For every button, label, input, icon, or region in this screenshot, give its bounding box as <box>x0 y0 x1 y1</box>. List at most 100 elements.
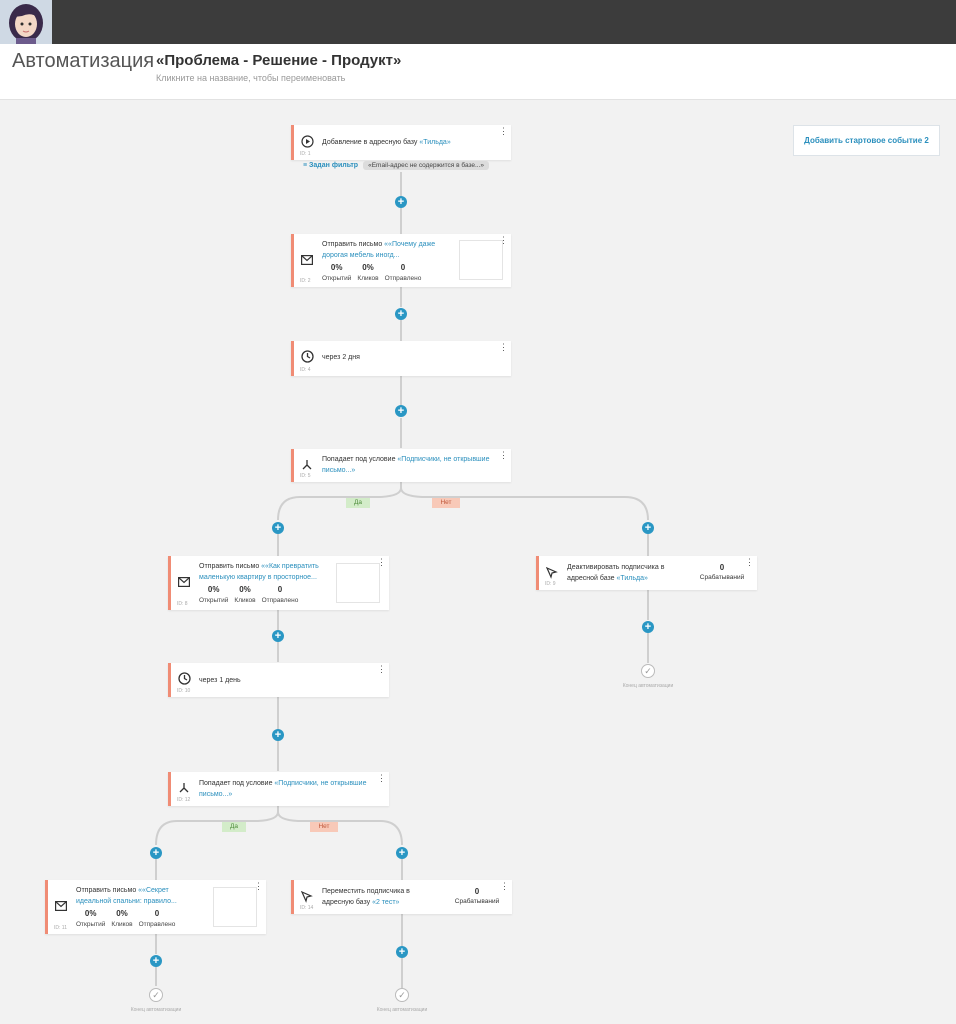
more-icon[interactable]: ⋮ <box>377 773 386 783</box>
more-icon[interactable]: ⋮ <box>254 881 263 891</box>
trigger-count: 0 Срабатываний <box>699 563 745 581</box>
connector-line <box>400 418 402 448</box>
add-step-button[interactable]: + <box>272 522 284 534</box>
add-step-button[interactable]: + <box>395 196 407 208</box>
add-step-button[interactable]: + <box>150 955 162 967</box>
node-link[interactable]: ««Почему даже дорогая мебель иногд... <box>322 241 436 259</box>
branch-yes-tag: Да <box>222 822 246 832</box>
more-icon[interactable]: ⋮ <box>377 557 386 567</box>
node-card-send-email[interactable]: Отправить письмо ««Почему даже дорогая м… <box>291 234 511 287</box>
stat-opens: 0%Открытий <box>322 263 352 282</box>
stat-opens: 0%Открытий <box>76 909 106 928</box>
add-step-button[interactable]: + <box>396 847 408 859</box>
connector-line <box>647 534 649 556</box>
filter-value[interactable]: «Email-адрес не содержится в базе...» <box>363 161 490 170</box>
clock-icon <box>301 350 314 365</box>
avatar[interactable] <box>0 0 52 44</box>
node-id: ID: 1 <box>300 151 311 157</box>
add-step-button[interactable]: + <box>272 630 284 642</box>
filter-row: ≡ Задан фильтр «Email-адрес не содержитс… <box>303 161 490 170</box>
connector-line <box>277 806 279 814</box>
email-thumbnail[interactable] <box>213 887 257 927</box>
node-card-send-email[interactable]: Отправить письмо ««Как превратить малень… <box>168 556 389 610</box>
connector-line <box>277 534 279 556</box>
email-thumbnail[interactable] <box>459 240 503 280</box>
connector-line <box>277 697 279 729</box>
node-link[interactable]: «Подписчики, не открывшие письмо...» <box>199 780 367 798</box>
node-text: Деактивировать подписчика в адресной баз… <box>567 564 665 582</box>
add-step-button[interactable]: + <box>395 405 407 417</box>
filter-label[interactable]: ≡ Задан фильтр <box>303 162 359 169</box>
node-id: ID: 9 <box>545 581 556 587</box>
stat-clicks: 0%Кликов <box>234 585 256 604</box>
node-link[interactable]: ««Секрет идеальной спальни: правило... <box>76 887 177 905</box>
fork-icon <box>301 459 313 473</box>
connector-line <box>277 642 279 662</box>
node-text: через 1 день <box>199 677 241 684</box>
node-card-start[interactable]: Добавление в адресную базу «Тильда» ID: … <box>291 125 511 160</box>
node-card-delay[interactable]: через 2 дня ID: 4 ⋮ <box>291 341 511 376</box>
cursor-icon <box>300 890 313 905</box>
filter-icon: ≡ <box>303 162 310 169</box>
stat-opens: 0%Открытий <box>199 585 229 604</box>
more-icon[interactable]: ⋮ <box>499 126 508 136</box>
add-step-button[interactable]: + <box>396 946 408 958</box>
more-icon[interactable]: ⋮ <box>499 235 508 245</box>
cursor-icon <box>545 566 558 581</box>
connector-line <box>400 287 402 307</box>
more-icon[interactable]: ⋮ <box>499 342 508 352</box>
node-text: Добавление в адресную базу «Тильда» <box>322 139 451 146</box>
node-card-condition[interactable]: Попадает под условие «Подписчики, не отк… <box>168 772 389 806</box>
node-id: ID: 2 <box>300 278 311 284</box>
mail-icon <box>301 255 314 267</box>
branch-yes-tag: Да <box>346 498 370 508</box>
add-step-button[interactable]: + <box>642 621 654 633</box>
check-icon: ✓ <box>641 664 655 678</box>
node-card-send-email[interactable]: Отправить письмо ««Секрет идеальной спал… <box>45 880 266 934</box>
automation-name[interactable]: «Проблема - Решение - Продукт» <box>156 52 402 69</box>
stat-clicks: 0%Кликов <box>111 909 133 928</box>
node-text: Переместить подписчика в адресную базу «… <box>322 888 410 906</box>
mail-icon <box>55 901 68 913</box>
connector-line <box>277 610 279 630</box>
node-id: ID: 11 <box>54 925 67 931</box>
node-link[interactable]: «Тильда» <box>616 575 648 582</box>
end-label: Конец автоматизации <box>130 1007 182 1013</box>
node-text: Попадает под условие «Подписчики, не отк… <box>199 780 367 798</box>
node-card-delay[interactable]: через 1 день ID: 10 ⋮ <box>168 663 389 697</box>
node-id: ID: 8 <box>177 601 188 607</box>
more-icon[interactable]: ⋮ <box>500 881 509 891</box>
fork-icon <box>178 782 190 796</box>
email-thumbnail[interactable] <box>336 563 380 603</box>
add-step-button[interactable]: + <box>642 522 654 534</box>
connector-line <box>401 914 403 946</box>
page-title: Автоматизация <box>12 50 155 72</box>
node-link[interactable]: «Тильда» <box>419 139 451 146</box>
node-link[interactable]: ««Как превратить маленькую квартиру в пр… <box>199 563 319 581</box>
connector-line <box>401 859 403 880</box>
node-card-deactivate[interactable]: Деактивировать подписчика в адресной баз… <box>536 556 757 590</box>
node-id: ID: 4 <box>300 367 311 373</box>
add-start-event-button[interactable]: Добавить стартовое событие 2 <box>793 125 940 156</box>
node-link[interactable]: «2 тест» <box>372 899 400 906</box>
page-header <box>0 44 956 100</box>
connector-line <box>155 934 157 954</box>
connector-line <box>647 590 649 620</box>
node-card-condition[interactable]: Попадает под условие «Подписчики, не отк… <box>291 449 511 482</box>
node-id: ID: 12 <box>177 797 191 803</box>
add-step-button[interactable]: + <box>150 847 162 859</box>
more-icon[interactable]: ⋮ <box>745 557 754 567</box>
more-icon[interactable]: ⋮ <box>377 664 386 674</box>
connector-line <box>400 320 402 341</box>
connector-line <box>277 741 279 771</box>
add-step-button[interactable]: + <box>272 729 284 741</box>
more-icon[interactable]: ⋮ <box>499 450 508 460</box>
node-text: Отправить письмо ««Секрет идеальной спал… <box>76 887 177 905</box>
add-step-button[interactable]: + <box>395 308 407 320</box>
node-link[interactable]: «Подписчики, не открывшие письмо...» <box>322 456 490 474</box>
mail-icon <box>178 577 191 589</box>
node-card-move-subscriber[interactable]: Переместить подписчика в адресную базу «… <box>291 880 512 914</box>
